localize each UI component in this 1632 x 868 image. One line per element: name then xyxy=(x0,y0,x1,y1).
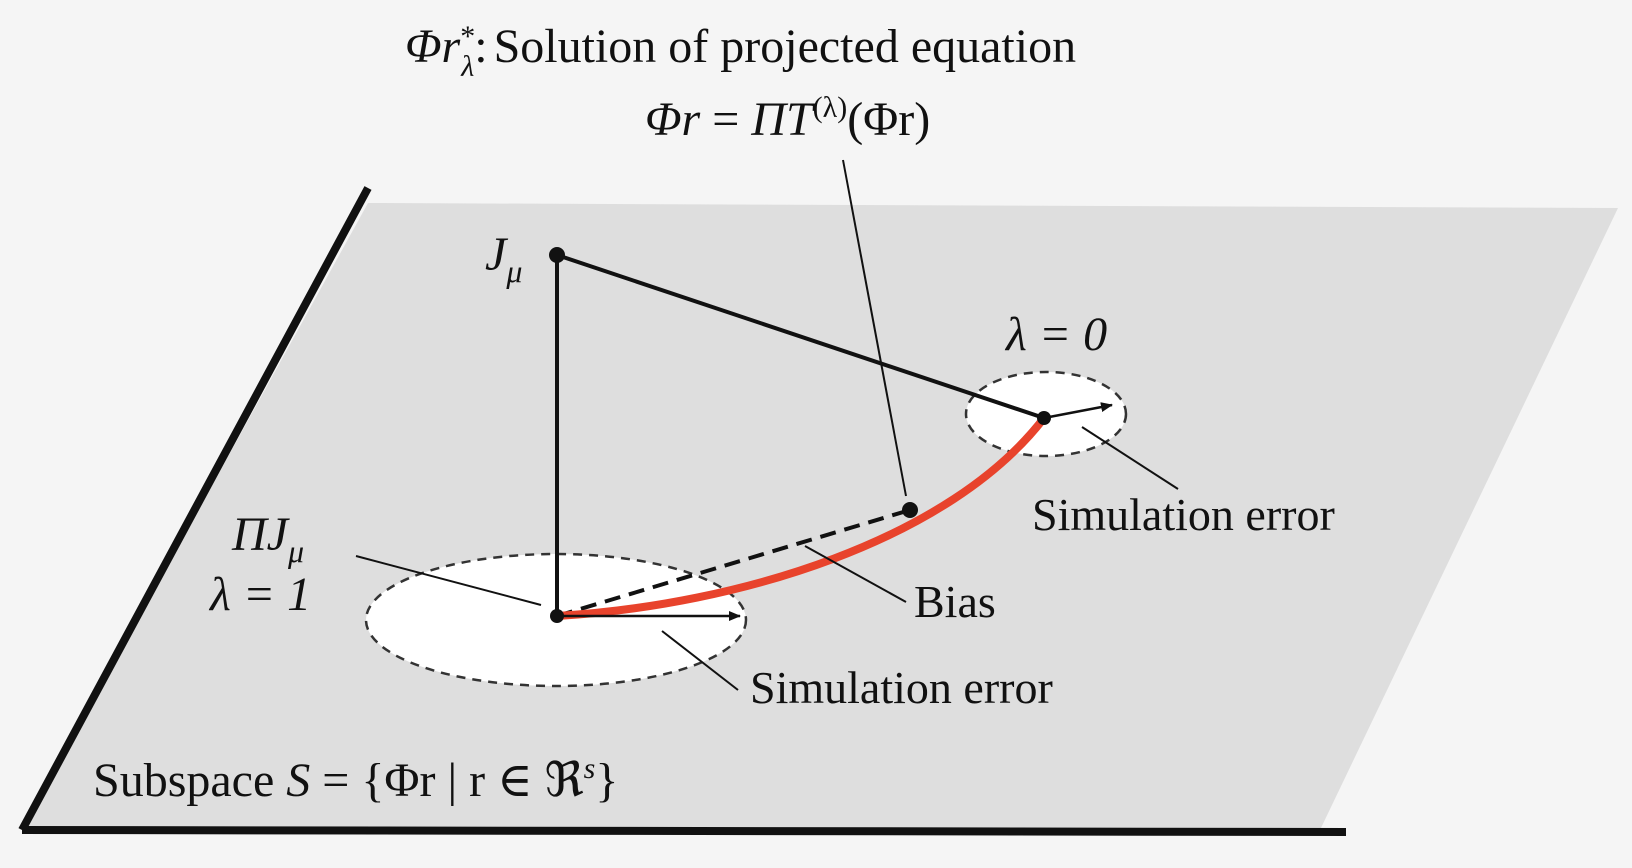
solution-point xyxy=(902,502,918,518)
plane-left-edge xyxy=(18,186,372,832)
plane-bottom-edge xyxy=(21,826,1347,836)
pi-j-mu-label: ΠJμ xyxy=(231,508,304,569)
bias-dashed-line xyxy=(556,508,911,618)
lambda-zero-label: λ = 0 xyxy=(1004,308,1107,361)
solution-label: Φr*λ:Solution of projected equation xyxy=(405,20,1076,84)
solution-pointer-line xyxy=(842,159,907,497)
simulation-error-bottom-label: Simulation error xyxy=(750,662,1053,713)
simulation-error-arrow-top xyxy=(1043,402,1113,420)
bias-pointer-line xyxy=(804,545,907,603)
bias-label: Bias xyxy=(914,576,996,627)
lambda-zero-point xyxy=(1037,411,1051,425)
projection-point xyxy=(550,609,564,623)
subspace-plane xyxy=(22,203,1618,830)
projected-equation-label: Φr = ΠT(λ)(Φr) xyxy=(645,91,930,146)
lambda-one-label: λ = 1 xyxy=(208,568,311,621)
pi-j-mu-pointer-line xyxy=(355,555,542,606)
subspace-label: Subspace S = {Φr | r ∈ ℜs} xyxy=(93,752,618,807)
sim-error-bottom-pointer-line xyxy=(661,630,739,691)
simulation-error-top-label: Simulation error xyxy=(1032,489,1335,540)
j-mu-to-lambda-zero-line xyxy=(556,253,1045,420)
sim-error-top-pointer-line xyxy=(1081,426,1179,490)
solution-curve xyxy=(553,414,1048,620)
j-mu-point xyxy=(549,247,565,263)
j-mu-label: Jμ xyxy=(485,228,522,289)
